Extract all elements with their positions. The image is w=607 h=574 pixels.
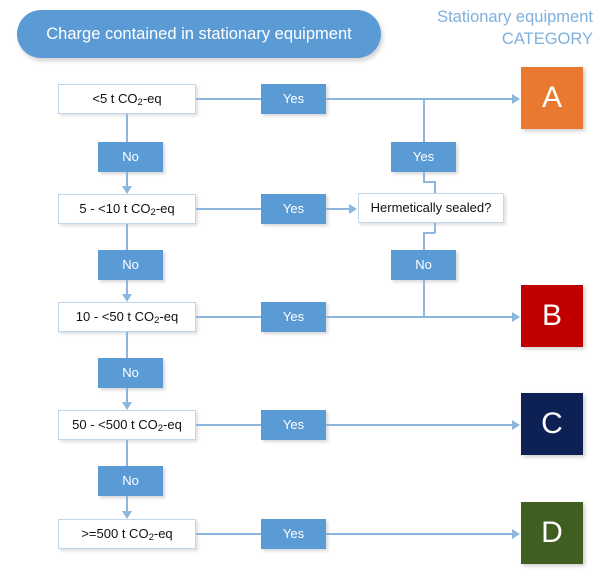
connector-sealed-no-jog	[423, 232, 435, 234]
connector-sealed-no-down	[423, 232, 425, 250]
connector-c4-to-c	[326, 424, 516, 426]
arrowhead-to-c2	[122, 186, 132, 194]
category-b-letter: B	[541, 298, 562, 332]
chip-yes-row4-label: Yes	[282, 416, 305, 432]
connector-c3-no-upper	[126, 332, 128, 360]
chip-yes-row5[interactable]: Yes	[261, 519, 326, 549]
connector-c4-yes-left	[196, 424, 261, 426]
condition-1-text: <5 t CO2-eq	[92, 90, 162, 108]
connector-sealed-no-upper	[434, 223, 436, 233]
chip-yes-row2[interactable]: Yes	[261, 194, 326, 224]
connector-c4-no-upper	[126, 440, 128, 468]
connector-sealed-yes-up	[423, 98, 425, 142]
connector-c3-yes-left	[196, 316, 261, 318]
chip-yes-row1-label: Yes	[282, 90, 305, 106]
chip-no-sealed[interactable]: No	[391, 250, 456, 280]
chip-yes-row5-label: Yes	[282, 525, 305, 541]
connector-c5-yes-left	[196, 533, 261, 535]
condition-box-4[interactable]: 50 - <500 t CO2-eq	[58, 410, 196, 440]
chip-no-row2[interactable]: No	[98, 250, 163, 280]
connector-c2-no-upper	[126, 224, 128, 252]
connector-c1-no-lower	[126, 172, 128, 188]
category-box-a[interactable]: A	[521, 67, 583, 129]
category-box-c[interactable]: C	[521, 393, 583, 455]
chip-yes-sealed[interactable]: Yes	[391, 142, 456, 172]
chip-yes-row1[interactable]: Yes	[261, 84, 326, 114]
decision-label: Hermetically sealed?	[370, 199, 492, 215]
category-column-heading-line1: Stationary equipment	[437, 8, 593, 26]
condition-box-5[interactable]: >=500 t CO2-eq	[58, 519, 196, 549]
category-a-letter: A	[541, 80, 562, 114]
category-box-d[interactable]: D	[521, 502, 583, 564]
chip-yes-row3-label: Yes	[282, 308, 305, 324]
arrowhead-to-a	[512, 94, 520, 104]
arrowhead-to-d	[512, 529, 520, 539]
arrowhead-to-c4	[122, 402, 132, 410]
category-box-b[interactable]: B	[521, 285, 583, 347]
connector-c1-to-a	[326, 98, 516, 100]
chip-no-row4[interactable]: No	[98, 466, 163, 496]
connector-c3-no-lower	[126, 388, 128, 404]
connector-sealed-yes-mid	[423, 172, 425, 182]
connector-c2-to-sealed	[326, 208, 350, 210]
connector-c5-to-d	[326, 533, 516, 535]
category-c-letter: C	[541, 406, 563, 440]
chip-no-row1[interactable]: No	[98, 142, 163, 172]
condition-box-1[interactable]: <5 t CO2-eq	[58, 84, 196, 114]
chip-no-row1-label: No	[122, 148, 139, 164]
connector-c1-yes-left	[196, 98, 261, 100]
connector-c2-no-lower	[126, 280, 128, 296]
arrowhead-to-b	[512, 312, 520, 322]
chip-yes-row2-label: Yes	[282, 200, 305, 216]
connector-sealed-yes-down	[434, 181, 436, 194]
connector-c4-no-lower	[126, 496, 128, 513]
category-d-letter: D	[541, 515, 563, 549]
condition-2-text: 5 - <10 t CO2-eq	[79, 200, 175, 218]
condition-box-2[interactable]: 5 - <10 t CO2-eq	[58, 194, 196, 224]
arrowhead-to-sealed	[349, 204, 357, 214]
flowchart-title-text: Charge contained in stationary equipment	[46, 24, 352, 43]
chip-yes-row4[interactable]: Yes	[261, 410, 326, 440]
arrowhead-to-c5	[122, 511, 132, 519]
chip-no-sealed-label: No	[415, 256, 432, 272]
condition-box-3[interactable]: 10 - <50 t CO2-eq	[58, 302, 196, 332]
chip-no-row3[interactable]: No	[98, 358, 163, 388]
category-column-heading-line2: CATEGORY	[501, 30, 593, 49]
flowchart-title: Charge contained in stationary equipment	[17, 10, 381, 58]
category-column-heading: Stationary equipment CATEGORY	[363, 6, 593, 51]
connector-sealed-yes-jog	[423, 181, 435, 183]
condition-3-text: 10 - <50 t CO2-eq	[75, 308, 179, 326]
chip-no-row2-label: No	[122, 256, 139, 272]
connector-c1-no-upper	[126, 114, 128, 142]
chip-no-row4-label: No	[122, 472, 139, 488]
connector-c3-to-b	[326, 316, 516, 318]
condition-4-text: 50 - <500 t CO2-eq	[72, 416, 182, 434]
chip-yes-sealed-label: Yes	[412, 148, 435, 164]
chip-yes-row3[interactable]: Yes	[261, 302, 326, 332]
connector-c2-yes-left	[196, 208, 261, 210]
connector-sealed-no-to-b	[423, 280, 425, 316]
decision-box-hermetically-sealed[interactable]: Hermetically sealed?	[358, 193, 504, 223]
arrowhead-to-c	[512, 420, 520, 430]
condition-5-text: >=500 t CO2-eq	[81, 525, 173, 543]
arrowhead-to-c3	[122, 294, 132, 302]
chip-no-row3-label: No	[122, 364, 139, 380]
